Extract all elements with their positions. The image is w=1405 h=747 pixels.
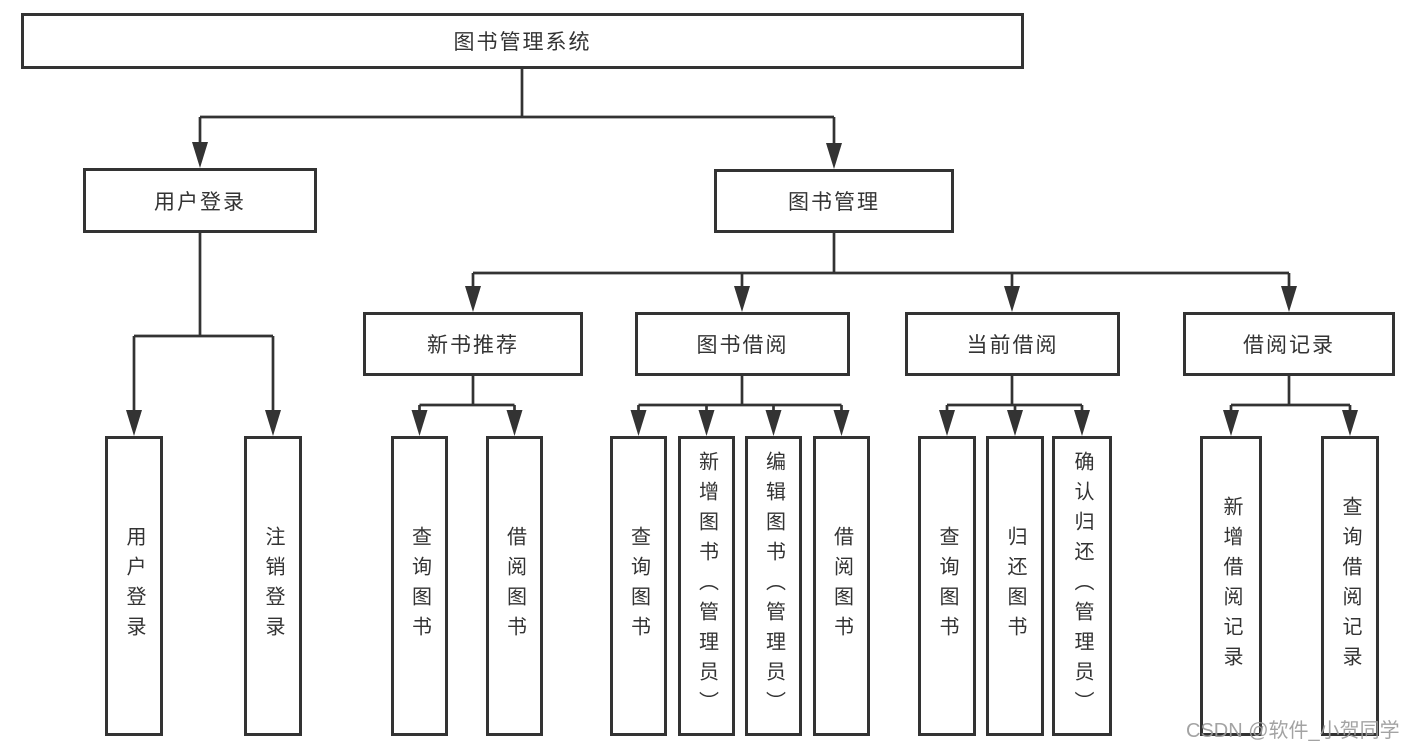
node-user-login: 用户登录 <box>83 168 317 233</box>
arrowhead-icon <box>1007 410 1023 436</box>
node-new-book-recommend: 新书推荐 <box>363 312 583 376</box>
node-label: 用户登录 <box>123 526 145 646</box>
node-label: 新增图书（管理员） <box>695 451 718 721</box>
node-label: 查询图书 <box>936 526 958 646</box>
arrowhead-icon <box>734 286 750 312</box>
node-label: 借阅记录 <box>1243 334 1335 357</box>
arrowhead-icon <box>126 410 142 436</box>
leaf-borrow-query-book: 查询图书 <box>610 436 667 736</box>
arrowhead-icon <box>826 143 842 169</box>
leaf-return-book: 归还图书 <box>986 436 1044 736</box>
node-label: 当前借阅 <box>966 334 1059 357</box>
leaf-recommend-query-book: 查询图书 <box>391 436 448 736</box>
arrowhead-icon <box>1223 410 1239 436</box>
arrowhead-icon <box>465 286 481 312</box>
arrowhead-icon <box>265 410 281 436</box>
leaf-current-query-book: 查询图书 <box>918 436 976 736</box>
node-label: 新增借阅记录 <box>1220 496 1242 676</box>
connector-book-borrow-to-leaves <box>630 376 850 436</box>
leaf-borrow-book: 借阅图书 <box>813 436 870 736</box>
connector-book-management-to-level2 <box>465 233 1297 312</box>
node-label: 编辑图书（管理员） <box>762 451 785 721</box>
connector-new-book-recommend-to-leaves <box>411 376 523 436</box>
leaf-query-borrow-record: 查询借阅记录 <box>1321 436 1379 736</box>
watermark-text: CSDN @软件_小贺同学 <box>1186 720 1400 742</box>
node-label: 新书推荐 <box>427 334 519 357</box>
node-label: 注销登录 <box>262 526 284 646</box>
arrowhead-icon <box>833 410 850 436</box>
node-label: 图书借阅 <box>696 334 789 357</box>
watermark: CSDN @软件_小贺同学 <box>1186 714 1400 743</box>
connector-user-login-to-leaves <box>126 233 281 436</box>
arrowhead-icon <box>939 410 955 436</box>
leaf-add-book-admin: 新增图书（管理员） <box>678 436 735 736</box>
node-label: 用户登录 <box>154 190 246 214</box>
node-label: 借阅图书 <box>503 526 526 646</box>
node-label: 查询图书 <box>627 526 650 646</box>
arrowhead-icon <box>1342 410 1358 436</box>
arrowhead-icon <box>765 410 782 436</box>
arrowhead-icon <box>192 142 208 168</box>
node-label: 归还图书 <box>1004 526 1026 646</box>
node-current-borrow: 当前借阅 <box>905 312 1120 376</box>
arrowhead-icon <box>698 410 715 436</box>
node-label: 图书管理 <box>788 191 880 214</box>
arrowhead-icon <box>1074 410 1090 436</box>
arrowhead-icon <box>1004 286 1020 312</box>
connector-current-borrow-to-leaves <box>939 376 1090 436</box>
arrowhead-icon <box>630 410 647 436</box>
connector-root-to-level1 <box>192 69 842 169</box>
node-label: 确认归还（管理员） <box>1071 451 1093 721</box>
node-label: 借阅图书 <box>830 526 853 646</box>
leaf-add-borrow-record: 新增借阅记录 <box>1200 436 1262 736</box>
leaf-edit-book-admin: 编辑图书（管理员） <box>745 436 802 736</box>
node-label: 查询借阅记录 <box>1339 496 1361 676</box>
leaf-user-login: 用户登录 <box>105 436 163 736</box>
arrowhead-icon <box>1281 286 1297 312</box>
connector-borrow-records-to-leaves <box>1223 376 1358 436</box>
arrowhead-icon <box>411 410 428 436</box>
leaf-confirm-return-admin: 确认归还（管理员） <box>1052 436 1112 736</box>
leaf-recommend-borrow-book: 借阅图书 <box>486 436 543 736</box>
node-label: 查询图书 <box>408 526 431 646</box>
node-root: 图书管理系统 <box>21 13 1024 69</box>
node-borrow-records: 借阅记录 <box>1183 312 1395 376</box>
node-book-borrow: 图书借阅 <box>635 312 850 376</box>
arrowhead-icon <box>506 410 523 436</box>
leaf-logout: 注销登录 <box>244 436 302 736</box>
node-label: 图书管理系统 <box>453 31 592 54</box>
node-book-management: 图书管理 <box>714 169 954 233</box>
